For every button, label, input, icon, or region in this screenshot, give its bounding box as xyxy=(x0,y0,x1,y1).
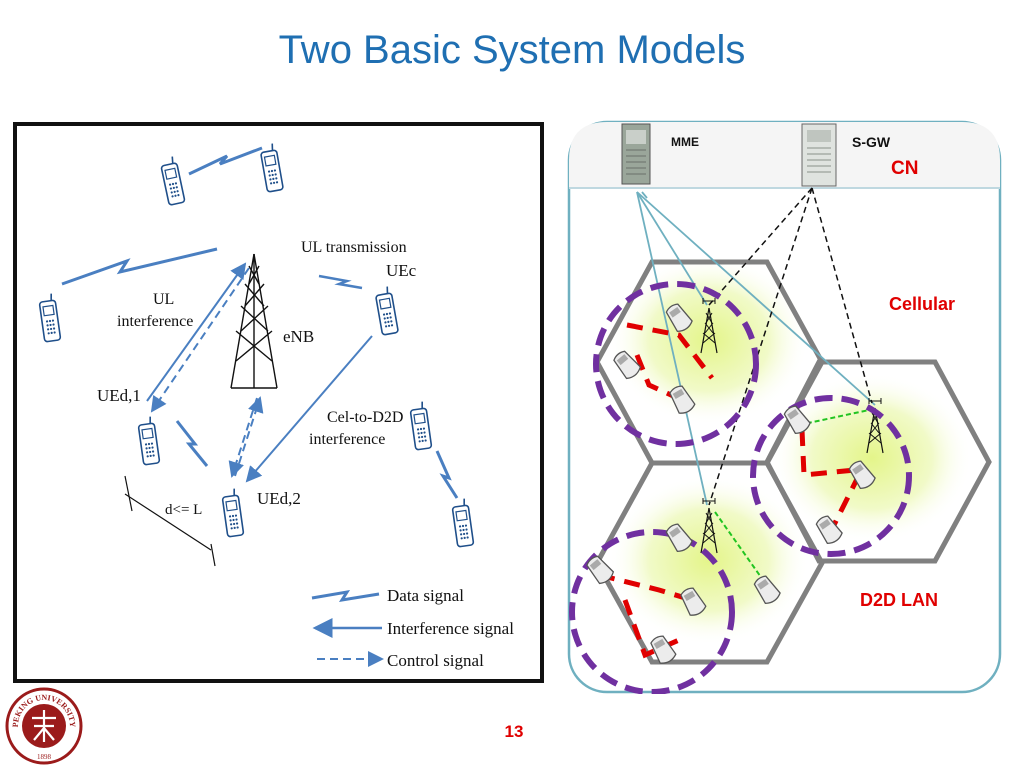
phone-icon xyxy=(258,142,285,193)
d2d-cluster-circle xyxy=(593,281,759,447)
label-distance: d<= L xyxy=(165,502,202,518)
phone-icon xyxy=(136,415,161,466)
right-diagram: MME S-GW CN xyxy=(567,120,1002,695)
university-logo: PEKING UNIVERSITY 1898 xyxy=(5,687,83,765)
left-diagram-panel: UL transmission UEc UL interference eNB … xyxy=(13,122,544,683)
d2d-cluster-circle xyxy=(750,395,912,557)
control-signal-arrow xyxy=(150,267,250,413)
label-ul-transmission: UL transmission xyxy=(301,239,407,256)
enb-tower-icon xyxy=(230,253,278,389)
phone-icon xyxy=(408,400,433,451)
legend: Data signal Interference signal Control … xyxy=(311,586,514,670)
label-cellular: Cellular xyxy=(889,294,955,314)
sgw-links xyxy=(708,187,873,506)
slide-title: Two Basic System Models xyxy=(278,28,746,72)
logo-year: 1898 xyxy=(37,753,52,761)
data-signal-zigzag xyxy=(435,450,459,499)
mme-server-icon xyxy=(621,123,651,185)
right-diagram-panel: MME S-GW CN xyxy=(567,120,1002,695)
phone-icon xyxy=(158,155,186,207)
ue-c-zigzag xyxy=(318,274,363,290)
phone-icon xyxy=(450,497,475,548)
label-mme: MME xyxy=(671,135,699,149)
label-interference-2: interference xyxy=(309,431,385,448)
cellular-links xyxy=(714,409,870,581)
label-d2d-lan: D2D LAN xyxy=(860,590,938,610)
label-ue-d1: UEd,1 xyxy=(97,386,141,405)
data-signal-zigzag xyxy=(188,146,263,176)
label-ue-c: UEc xyxy=(386,261,417,280)
cel-to-d2d-arrow xyxy=(245,335,373,483)
legend-data-signal: Data signal xyxy=(387,586,464,605)
sgw-server-icon xyxy=(801,123,837,187)
label-ue-d2: UEd,2 xyxy=(257,489,301,508)
phone-icon xyxy=(37,292,62,343)
label-cel-to-d2d: Cel-to-D2D xyxy=(327,409,403,426)
label-enb: eNB xyxy=(283,327,314,346)
d2d-clusters xyxy=(569,281,912,695)
left-diagram: UL transmission UEc UL interference eNB … xyxy=(37,142,514,670)
ul-transmission-arrow xyxy=(146,262,247,402)
phone-icon xyxy=(220,487,245,538)
legend-interference-signal: Interference signal xyxy=(387,619,514,638)
label-interference: interference xyxy=(117,313,193,330)
phone-icon xyxy=(373,285,400,336)
distance-line xyxy=(124,493,212,551)
label-cn: CN xyxy=(891,158,918,179)
legend-control-signal: Control signal xyxy=(387,651,484,670)
ul-interference-zigzag xyxy=(61,247,218,286)
slide-number: 13 xyxy=(504,722,524,741)
control-signal-arrow xyxy=(228,397,258,478)
d2d-zigzag xyxy=(175,420,209,467)
d2d-cluster-circle xyxy=(569,529,735,695)
control-signal-arrow xyxy=(234,396,264,477)
label-ul: UL xyxy=(153,291,174,308)
label-sgw: S-GW xyxy=(852,134,891,150)
